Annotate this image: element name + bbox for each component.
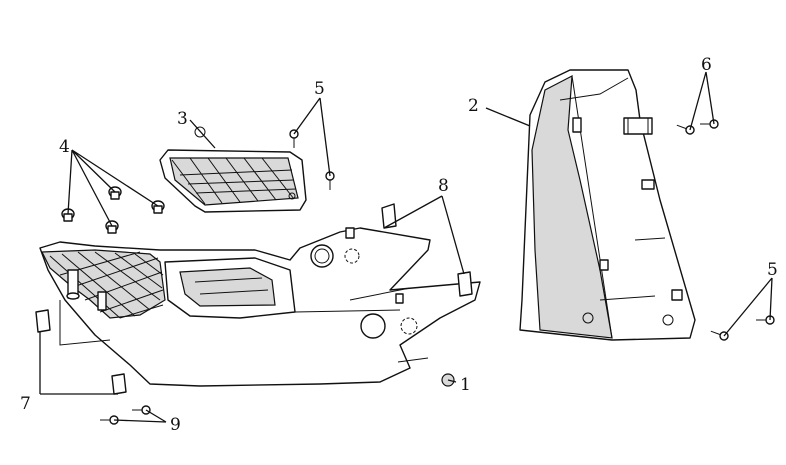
- callout-2: 2: [468, 96, 479, 116]
- callout-4: 4: [59, 137, 70, 157]
- callout-9: 9: [170, 415, 181, 435]
- callout-1: 1: [460, 375, 471, 395]
- clip-group-8: [381, 203, 473, 297]
- callout-6: 6: [701, 55, 712, 75]
- screw-group-5-right: [710, 315, 775, 341]
- callout-5-right: 5: [767, 260, 778, 280]
- clip-group-7: [35, 309, 127, 395]
- floor-panel-part: [39, 227, 481, 387]
- screw-group-4: [61, 186, 165, 234]
- leader-lines: [39, 71, 773, 423]
- callout-8: 8: [438, 176, 449, 196]
- side-cover-part: [519, 69, 696, 341]
- callout-5-top: 5: [314, 79, 325, 99]
- callout-7: 7: [20, 394, 31, 414]
- callout-3: 3: [177, 109, 188, 129]
- grille-cover-part: [159, 126, 307, 213]
- screw-group-6: [676, 119, 719, 135]
